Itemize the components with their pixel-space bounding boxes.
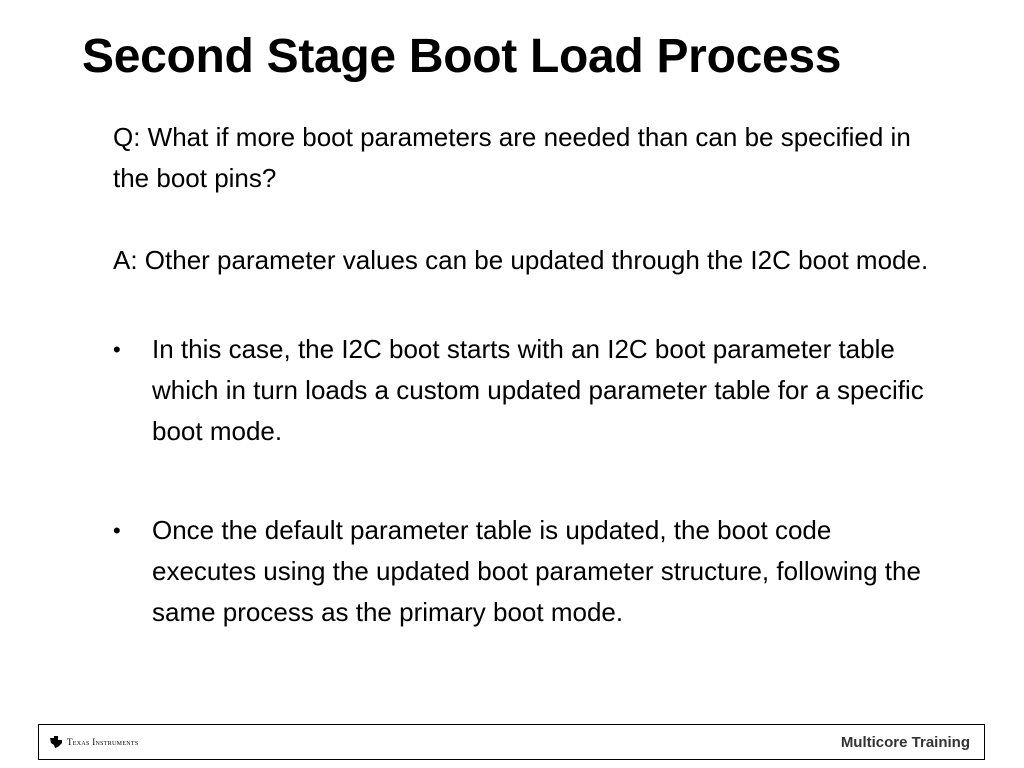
bullet-text: Once the default parameter table is upda… [152, 515, 921, 627]
bullet-text: In this case, the I2C boot starts with a… [152, 334, 924, 446]
ti-logo-icon [50, 736, 62, 748]
question-text: Q: What if more boot parameters are need… [113, 122, 911, 193]
bullet-dot-icon: • [113, 337, 121, 362]
slide-body: Q: What if more boot parameters are need… [113, 117, 933, 633]
bullet-dot-icon: • [113, 518, 121, 543]
slide-title: Second Stage Boot Load Process [82, 30, 842, 83]
bullet-item: • Once the default parameter table is up… [113, 510, 933, 633]
footer-bar: Texas Instruments Multicore Training [38, 724, 985, 760]
answer-text: A: Other parameter values can be updated… [113, 245, 929, 275]
footer-course-label: Multicore Training [840, 733, 970, 751]
bullet-list: • In this case, the I2C boot starts with… [113, 329, 933, 633]
ti-logo: Texas Instruments [49, 735, 139, 749]
bullet-item: • In this case, the I2C boot starts with… [113, 329, 933, 452]
footer-brand: Texas Instruments [67, 737, 139, 747]
